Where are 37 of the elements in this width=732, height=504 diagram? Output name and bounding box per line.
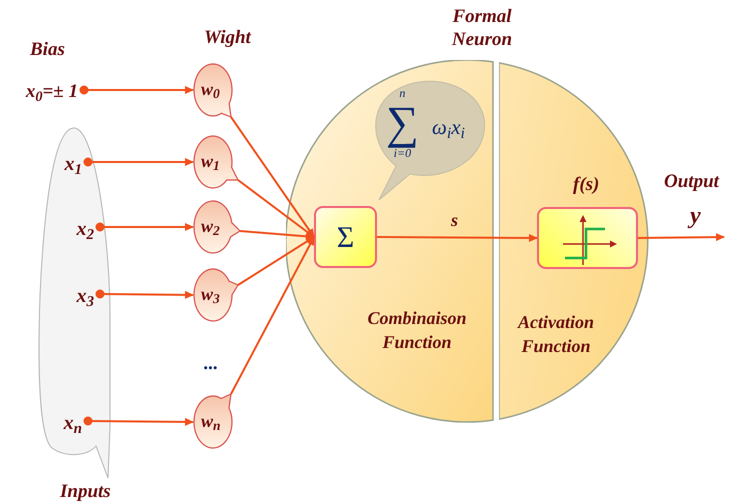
arrow bbox=[80, 86, 194, 94]
diagram-title: Formal Neuron bbox=[450, 6, 514, 52]
arrow bbox=[96, 222, 194, 232]
arrow bbox=[237, 179, 315, 238]
arrow bbox=[96, 290, 194, 299]
function-label: Activation Function bbox=[516, 311, 595, 358]
input-variable: x$_{0}$=± 1 bbox=[26, 80, 78, 106]
summand: ω$_{i}$x$_{i}$ bbox=[432, 114, 465, 144]
weight-label: w$_{2}$ bbox=[201, 215, 220, 240]
arrow bbox=[377, 234, 538, 242]
output-label: Output bbox=[664, 170, 719, 194]
input-variable: x$_{3}$ bbox=[76, 284, 94, 311]
input-variable: x$_{2}$ bbox=[76, 217, 94, 244]
weight-label: w$_{n}$ bbox=[201, 410, 221, 435]
arrow bbox=[84, 158, 194, 166]
function-label: f(s) bbox=[573, 173, 600, 197]
input-variable: x$_{n}$ bbox=[64, 411, 82, 438]
ellipsis: ... bbox=[204, 352, 218, 376]
arrow bbox=[240, 230, 315, 240]
input-variable: x$_{1}$ bbox=[64, 152, 82, 179]
arrow bbox=[237, 236, 315, 286]
weight-label: w$_{0}$ bbox=[201, 78, 220, 103]
arrow bbox=[230, 236, 315, 394]
upper-limit: n bbox=[399, 86, 406, 100]
inputs-label: Inputs bbox=[60, 480, 111, 504]
sum-box: Σ bbox=[314, 206, 377, 268]
bias-label: Bias bbox=[30, 38, 65, 62]
column-heading: Wight bbox=[204, 26, 251, 50]
function-label: Combinaison Function bbox=[366, 307, 468, 354]
arrow bbox=[638, 233, 725, 242]
weight-label: w$_{3}$ bbox=[201, 283, 220, 308]
arrow bbox=[84, 416, 194, 426]
edge-label: s bbox=[451, 211, 458, 229]
arrow bbox=[230, 116, 315, 238]
edge-label: y bbox=[690, 204, 701, 228]
weight-label: w$_{1}$ bbox=[201, 150, 220, 175]
sum-symbol: ∑ bbox=[386, 100, 419, 146]
